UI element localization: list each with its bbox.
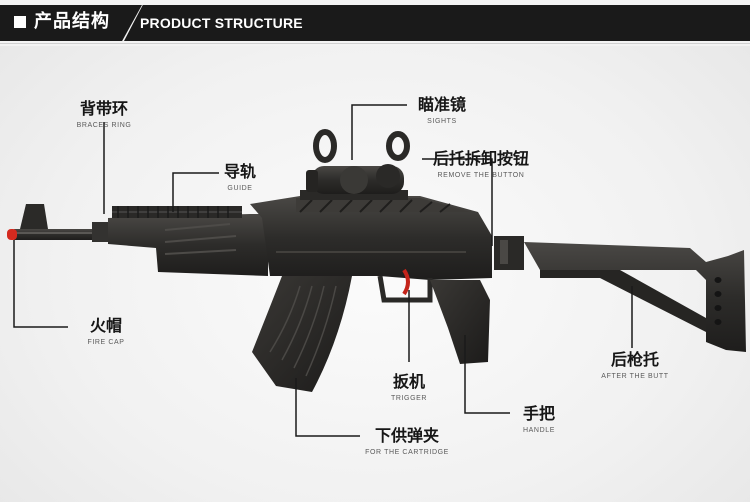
fire-cap-label: 火帽 [89,316,122,335]
sights-label: 瞄准镜 [417,95,466,114]
remove-button-sublabel: REMOVE THE BUTTON [437,172,525,179]
header-title-bar [124,5,750,41]
leader-remove-button [422,158,493,246]
callout-remove-button: 后托拆卸按钮 REMOVE THE BUTTON [424,149,538,181]
leader-sights [351,104,407,160]
leader-guide [172,172,219,212]
callout-braces-ring: 背带环 BRACES RING [70,99,138,131]
callout-guide: 导轨 GUIDE [218,162,262,194]
trigger-label: 扳机 [392,372,425,391]
leader-lines [13,104,633,437]
callout-handle: 手把 HANDLE [514,404,564,436]
callout-fire-cap: 火帽 FIRE CAP [80,316,132,348]
header-title-cn: 产品结构 [34,11,110,32]
trigger-sublabel: TRIGGER [390,395,428,402]
trigger-mark [402,268,410,296]
cartridge-label: 下供弹夹 [374,426,439,445]
header-divider [0,43,750,44]
handle-sublabel: HANDLE [523,427,555,434]
callout-cartridge: 下供弹夹 FOR THE CARTRIDGE [362,426,452,458]
section-header: 产品结构 PRODUCT STRUCTURE [0,0,750,46]
after-butt-sublabel: AFTER THE BUTT [601,373,669,380]
handguard-rail [108,206,268,276]
callout-after-butt: 后枪托 AFTER THE BUTT [600,350,670,382]
barrel [14,204,112,242]
receiver [250,196,492,280]
trigger-assembly [377,268,433,303]
pistol-grip [430,280,490,364]
leader-cartridge [295,378,360,437]
remove-button-label: 后托拆卸按钮 [432,149,529,168]
sights-sublabel: SIGHTS [427,118,457,125]
handle-label: 手把 [522,404,555,423]
guide-label: 导轨 [223,162,256,181]
braces-ring-sublabel: BRACES RING [76,122,132,129]
header-square-icon [14,16,26,28]
magazine [252,276,352,392]
fire-cap-tip [7,229,17,240]
leader-fire-cap [13,240,68,328]
after-butt-label: 后枪托 [610,350,659,369]
leader-handle [464,335,510,414]
callout-trigger: 扳机 TRIGGER [384,372,434,404]
fire-cap-sublabel: FIRE CAP [87,339,125,346]
header-title-en: PRODUCT STRUCTURE [140,15,303,31]
folding-stock [494,236,746,352]
callout-sights: 瞄准镜 SIGHTS [410,95,474,127]
braces-ring-label: 背带环 [79,99,128,118]
guide-sublabel: GUIDE [227,185,253,192]
scope [300,129,410,200]
cartridge-sublabel: FOR THE CARTRIDGE [365,449,449,456]
